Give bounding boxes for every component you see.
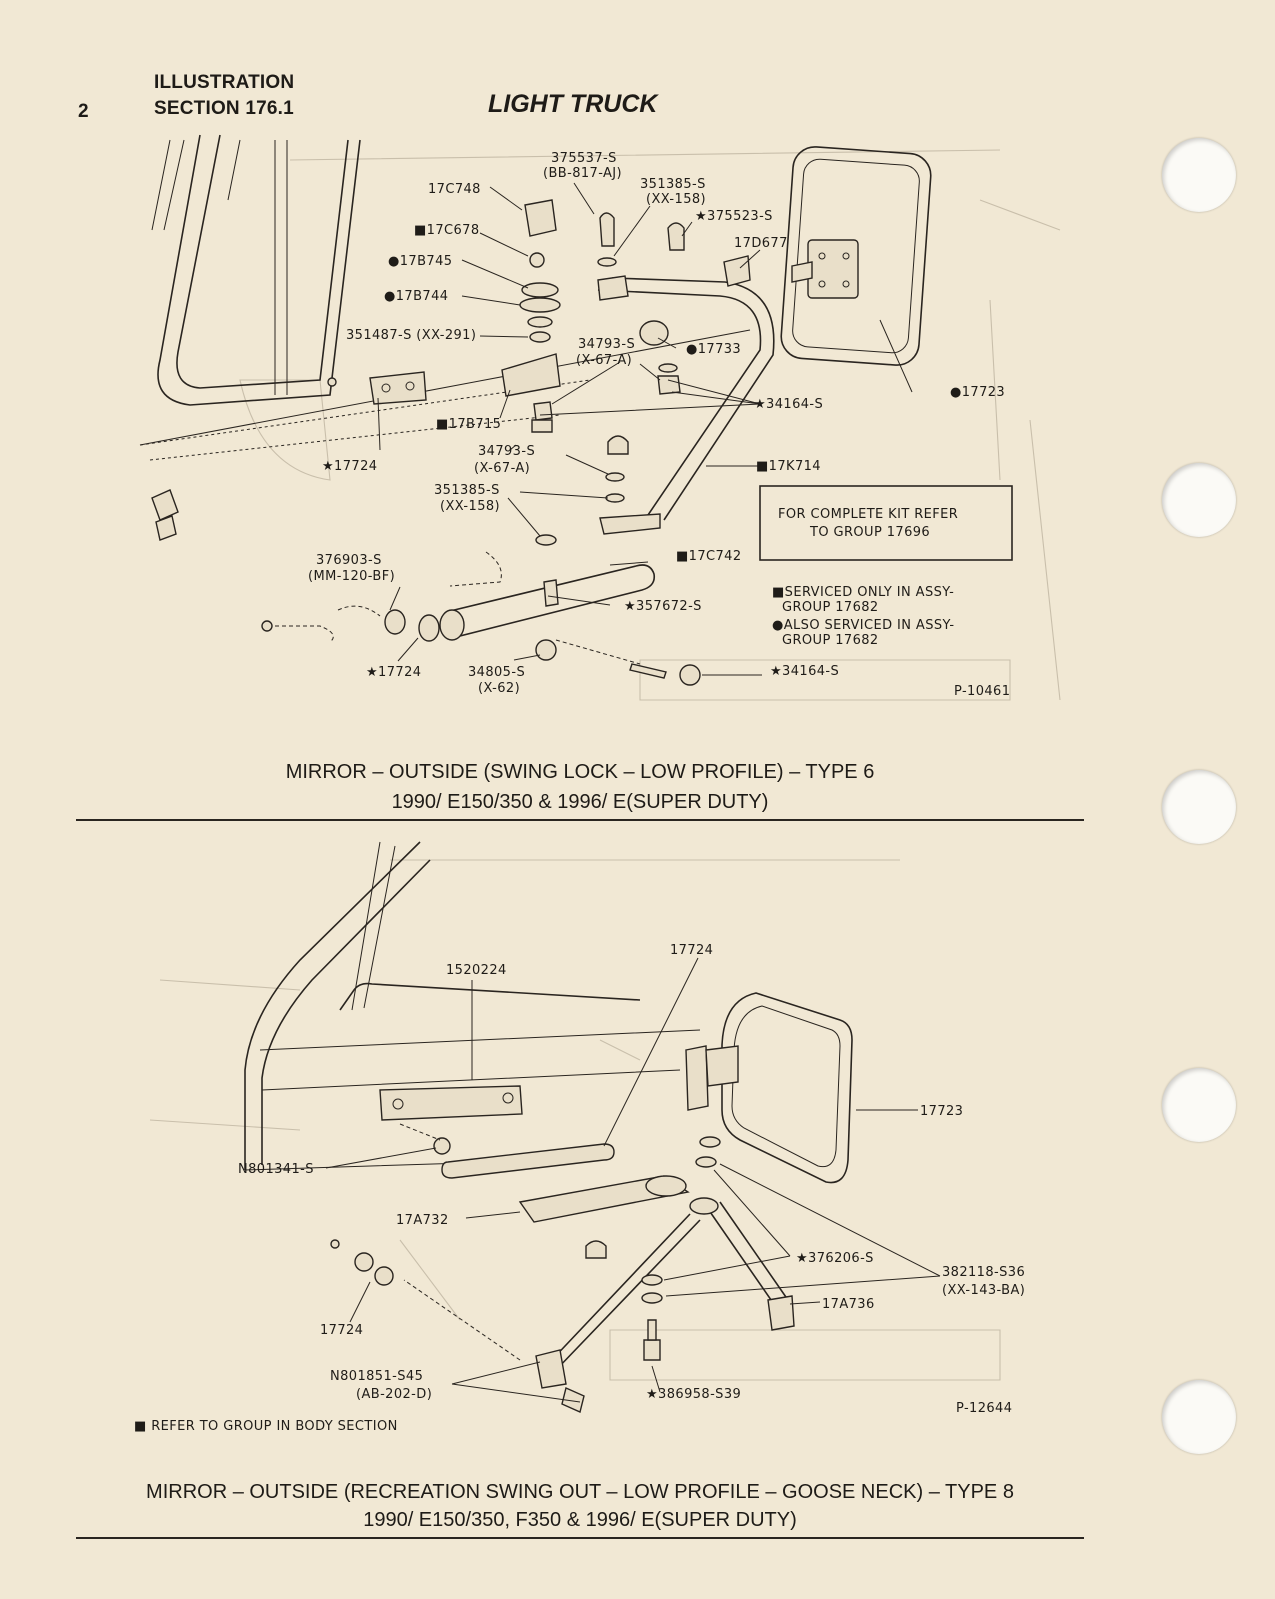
label-34805-code: (X-62) xyxy=(478,681,520,696)
label-34793-lower-code: (X-67-A) xyxy=(474,461,530,476)
figure-1-caption-line-2: 1990/ E150/350 & 1996/ E(SUPER DUTY) xyxy=(391,791,769,813)
label-17724-top: 17724 xyxy=(670,943,713,958)
illustration-label: ILLUSTRATION xyxy=(154,72,295,93)
label-17a736: 17A736 xyxy=(822,1297,875,1312)
binder-hole-4 xyxy=(1162,1068,1236,1142)
figure-2-caption-line-2: 1990/ E150/350, F350 & 1996/ E(SUPER DUT… xyxy=(363,1509,797,1531)
label-n801851: N801851-S45 xyxy=(330,1369,423,1384)
note-serviced-line-2: GROUP 17682 xyxy=(782,600,879,615)
label-34164-upper: ★34164-S xyxy=(754,397,823,412)
label-375537: 375537-S xyxy=(551,151,617,166)
figure-1-caption-line-1: MIRROR – OUTSIDE (SWING LOCK – LOW PROFI… xyxy=(285,761,875,783)
label-17724-lower: ★17724 xyxy=(366,665,421,680)
door-window-frame xyxy=(139,134,751,461)
label-17d677: 17D677 xyxy=(734,236,788,251)
cab-outline xyxy=(244,841,701,1171)
label-34793-top-code: (X-67-A) xyxy=(576,353,632,368)
note-serviced-line-1: ■SERVICED ONLY IN ASSY- xyxy=(772,585,954,600)
label-382118-code: (XX-143-BA) xyxy=(942,1283,1025,1298)
binder-hole-5 xyxy=(1162,1380,1236,1454)
upper-hardware xyxy=(151,199,751,546)
label-376206: ★376206-S xyxy=(796,1251,874,1266)
section-label: SECTION 176.1 xyxy=(154,98,294,119)
kit-note-box xyxy=(759,485,1013,561)
label-17b715: ■17B715 xyxy=(436,417,501,432)
arm-17724 xyxy=(433,1137,615,1179)
label-17724-bottom: 17724 xyxy=(320,1323,363,1338)
label-376903-code: (MM-120-BF) xyxy=(308,569,395,584)
label-17723-fig2: 17723 xyxy=(920,1104,963,1119)
kit-note-line-1: FOR COMPLETE KIT REFER xyxy=(778,507,958,522)
page-number: 2 xyxy=(78,101,89,122)
label-34793-top: 34793-S xyxy=(578,337,635,352)
label-17c678: ■17C678 xyxy=(414,223,480,238)
label-351385-top-code: (XX-158) xyxy=(646,192,706,207)
label-1520224: 1520224 xyxy=(446,963,507,978)
label-34793-lower: 34793-S xyxy=(478,444,535,459)
note-also-line-2: GROUP 17682 xyxy=(782,633,879,648)
leader-lines-figure-2 xyxy=(325,957,941,1403)
body-section-note: ■ REFER TO GROUP IN BODY SECTION xyxy=(134,1419,398,1434)
part-labels-figure-1: 375537-S (BB-817-AJ) 17C748 351385-S (XX… xyxy=(308,151,1010,699)
label-375537-code: (BB-817-AJ) xyxy=(543,166,622,181)
label-386958: ★386958-S39 xyxy=(646,1387,741,1402)
support-strut-17a736 xyxy=(535,1197,795,1389)
label-17724-upper: ★17724 xyxy=(322,459,377,474)
label-17733: ●17733 xyxy=(686,342,741,357)
figure-2-rule xyxy=(76,1537,1084,1539)
label-17b744: ●17B744 xyxy=(384,289,448,304)
hardware-fig2 xyxy=(330,1136,721,1413)
kit-note-line-2: TO GROUP 17696 xyxy=(809,525,930,540)
label-34805: 34805-S xyxy=(468,665,525,680)
lower-linkage-rod xyxy=(261,551,701,686)
binder-hole-1 xyxy=(1162,138,1236,212)
figure-1-exploded-diagram: 375537-S (BB-817-AJ) 17C748 351385-S (XX… xyxy=(139,134,1061,701)
label-382118: 382118-S36 xyxy=(942,1265,1025,1280)
bleed-through-ghost xyxy=(239,149,1061,701)
figure-1-rule xyxy=(76,819,1084,821)
note-also-line-1: ●ALSO SERVICED IN ASSY- xyxy=(772,618,954,633)
label-n801851-code: (AB-202-D) xyxy=(356,1387,432,1402)
binder-hole-2 xyxy=(1162,463,1236,537)
label-17a732: 17A732 xyxy=(396,1213,449,1228)
bleed-through-ghost-2 xyxy=(149,859,1001,1381)
label-17k714: ■17K714 xyxy=(756,459,821,474)
binder-hole-3 xyxy=(1162,770,1236,844)
label-357672: ★357672-S xyxy=(624,599,702,614)
part-labels-figure-2: 1520224 17724 17723 N801341-S 17A732 ★37… xyxy=(134,943,1025,1434)
label-17c748: 17C748 xyxy=(428,182,481,197)
leader-lines-figure-1 xyxy=(377,182,913,676)
figure-2-caption-line-1: MIRROR – OUTSIDE (RECREATION SWING OUT –… xyxy=(146,1481,1014,1503)
label-375523: ★375523-S xyxy=(695,209,773,224)
mirror-head-17723-fig2 xyxy=(685,992,853,1184)
figure-1-ref: P-10461 xyxy=(954,684,1010,699)
label-351487: 351487-S (XX-291) xyxy=(346,328,476,343)
label-17723-fig1: ●17723 xyxy=(950,385,1005,400)
figure-2-ref: P-12644 xyxy=(956,1401,1012,1416)
label-351385-lower-code: (XX-158) xyxy=(440,499,500,514)
label-351385-lower: 351385-S xyxy=(434,483,500,498)
label-n801341: N801341-S xyxy=(238,1162,314,1177)
label-351385-top: 351385-S xyxy=(640,177,706,192)
bracket-17a732 xyxy=(518,1175,690,1223)
page-title: LIGHT TRUCK xyxy=(488,90,658,118)
mirror-head-17723 xyxy=(780,146,932,366)
label-376903: 376903-S xyxy=(316,553,382,568)
base-plate-1520224 xyxy=(379,1085,523,1121)
label-34164-lower: ★34164-S xyxy=(770,664,839,679)
label-17b745: ●17B745 xyxy=(388,254,452,269)
label-17c742: ■17C742 xyxy=(676,549,742,564)
